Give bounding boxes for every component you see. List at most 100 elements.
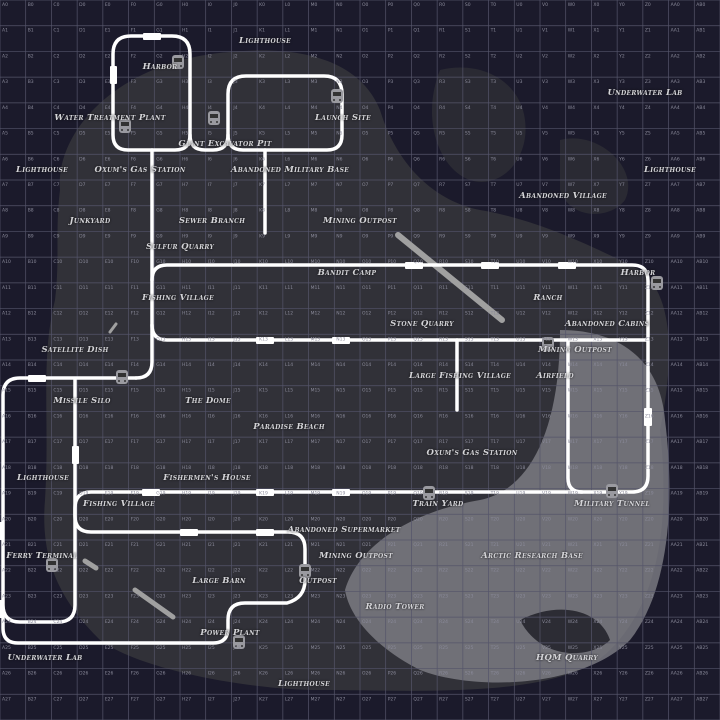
grid-cell-label: Z16 (645, 413, 654, 419)
map-label[interactable]: Launch Site (314, 113, 372, 124)
map-label[interactable]: Sewer Branch (178, 216, 246, 227)
train-icon[interactable] (423, 486, 435, 500)
grid-cell-label: F16 (131, 413, 139, 419)
map-label[interactable]: HQM Quarry (536, 653, 598, 664)
map-label[interactable]: Train Yard (412, 499, 464, 510)
map-label[interactable]: Fishing Village (142, 293, 214, 304)
grid-cell-label: O11 (362, 285, 371, 291)
map-label[interactable]: Underwater Lab (607, 87, 683, 98)
grid-cell-label: Q13 (413, 336, 422, 342)
grid-cell-label: U8 (516, 208, 522, 214)
map-label[interactable]: Lighthouse (15, 164, 69, 175)
grid-cell-label: X15 (593, 388, 602, 394)
train-icon[interactable] (46, 558, 58, 572)
grid-cell-label: H16 (182, 413, 191, 419)
map-label[interactable]: Abandoned Village (519, 190, 607, 201)
grid-cell-label: AA27 (671, 696, 683, 702)
train-icon[interactable] (331, 89, 343, 103)
map-label[interactable]: Mining Outpost (319, 550, 393, 561)
map-label[interactable]: Abandoned Military Base (230, 164, 350, 175)
map-label[interactable]: Stone Quarry (390, 319, 454, 330)
map-label[interactable]: Power Plant (200, 627, 260, 638)
map-label[interactable]: Fishing Village (83, 499, 155, 510)
grid-cell-label: F25 (131, 645, 139, 651)
train-icon[interactable] (299, 564, 311, 578)
map-label[interactable]: Giant Excavator Pit (178, 139, 272, 150)
grid-cell-label: A15 (2, 388, 11, 394)
map-label[interactable]: Military Tunnel (574, 499, 650, 510)
grid-cell-label: W1 (568, 28, 575, 34)
grid-cell-label: G16 (156, 413, 165, 419)
map-label[interactable]: Satellite Dish (41, 344, 109, 355)
map-label[interactable]: Lighthouse (238, 36, 292, 47)
map-label[interactable]: Water Treatment Plant (54, 113, 166, 124)
grid-cell-label: W25 (568, 645, 578, 651)
map-label[interactable]: Airfield (536, 370, 574, 381)
grid-cell-label: G11 (156, 285, 165, 291)
map-label[interactable]: Lighthouse (16, 473, 70, 484)
train-icon[interactable] (233, 635, 245, 649)
grid-cell-label: R20 (439, 516, 448, 522)
map-label[interactable]: Large Fishing Village (409, 370, 511, 381)
grid-cell-label: AB7 (696, 182, 705, 188)
map-label[interactable]: Paradise Beach (253, 421, 325, 432)
map-label[interactable]: Fishermen's House (163, 473, 251, 484)
map-label[interactable]: Abandoned Supermarket (287, 524, 401, 535)
map-label[interactable]: Lighthouse (643, 164, 697, 175)
grid-cell-label: L1 (285, 28, 291, 34)
grid-cell-label: I14 (208, 362, 215, 368)
map-label[interactable]: Radio Tower (365, 601, 425, 612)
grid-cell-label: O20 (362, 516, 371, 522)
grid-cell-label: S15 (465, 388, 474, 394)
train-icon[interactable] (208, 111, 220, 125)
grid-cell-label: P4 (388, 105, 394, 111)
grid-cell-label: G2 (156, 53, 162, 59)
grid-cell-label: A18 (2, 465, 11, 471)
train-icon[interactable] (542, 337, 554, 351)
grid-cell-label: A22 (2, 568, 11, 574)
map-label[interactable]: Arctic Research Base (481, 550, 583, 561)
grid-cell-label: E0 (105, 2, 111, 8)
grid-cell-label: G4 (156, 105, 162, 111)
map-label[interactable]: Large Barn (192, 576, 246, 587)
map-label[interactable]: Outpost (299, 576, 337, 587)
grid-cell-label: Y27 (618, 696, 628, 702)
grid-cell-label: H5 (182, 131, 188, 137)
grid-cell-label: R11 (439, 285, 448, 291)
grid-cell-label: Z15 (645, 388, 654, 394)
grid-cell-label: O2 (362, 53, 369, 59)
map-label[interactable]: Ferry Terminal (6, 550, 78, 561)
map-label[interactable]: Underwater Lab (7, 653, 83, 664)
grid-cell-label: D4 (79, 105, 85, 111)
map-label[interactable]: Mining Outpost (323, 216, 397, 227)
grid-cell-label: S17 (465, 439, 474, 445)
train-icon[interactable] (172, 55, 184, 69)
train-icon[interactable] (606, 484, 618, 498)
grid-cell-label: D3 (79, 79, 85, 85)
grid-cell-label: E5 (105, 131, 111, 137)
map-label[interactable]: Sulfur Quarry (145, 241, 215, 252)
map-label[interactable]: Oxum's Gas Station (426, 447, 518, 458)
map-label[interactable]: The Dome (185, 396, 231, 407)
grid-cell-label: P3 (388, 79, 394, 85)
map-label[interactable]: Abandoned Cabins (564, 319, 650, 330)
map-label[interactable]: Junkyard (69, 216, 111, 227)
train-icon[interactable] (651, 276, 663, 290)
map-label[interactable]: Oxum's Gas Station (94, 164, 186, 175)
grid-cell-label: J23 (232, 593, 240, 599)
map-label[interactable]: Harbor (142, 61, 178, 72)
map-label[interactable]: Bandit Camp (317, 267, 377, 278)
train-icon[interactable] (119, 119, 131, 133)
map-label[interactable]: Ranch (533, 293, 563, 304)
train-icon[interactable] (116, 370, 128, 384)
grid-cell-label: Y3 (618, 79, 625, 85)
grid-cell-label: V25 (542, 645, 551, 651)
grid-cell-label: AA21 (671, 542, 683, 548)
map-label[interactable]: Lighthouse (277, 679, 331, 690)
map-label[interactable]: Harbor (620, 267, 656, 278)
map-label[interactable]: Missile Silo (53, 396, 111, 407)
map-label[interactable]: Mining Outpost (538, 344, 612, 355)
